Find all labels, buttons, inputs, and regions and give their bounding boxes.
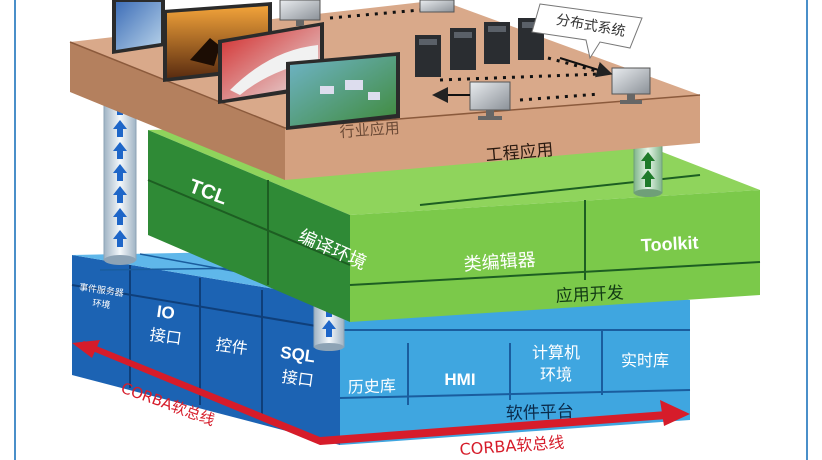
- distributed-system-callout: 分布式系统: [531, 3, 643, 60]
- server-cluster: [415, 18, 544, 77]
- block-computer-env: 环境: [540, 365, 572, 384]
- block-realtime-db: 实时库: [621, 351, 669, 370]
- left-frame-border: [14, 0, 16, 460]
- bus-left-line: [78, 341, 320, 445]
- bus-left-arrowhead: [72, 340, 100, 358]
- block-history-db: 历史库: [347, 376, 396, 397]
- engineering-application-layer: 工程应用 行业应用: [69, 0, 701, 180]
- block-hmi: HMI: [444, 370, 475, 389]
- right-tube: [633, 144, 663, 197]
- workstation-monitor-icon: [419, 0, 455, 13]
- application-development-title: 应用开发: [555, 283, 624, 307]
- server-icon: [484, 22, 510, 64]
- network-lines: [329, 8, 601, 102]
- platform-front-grid: [339, 329, 691, 405]
- bus-right-arrowhead: [660, 400, 690, 426]
- block-sql: SQL: [279, 343, 316, 367]
- server-icon: [450, 28, 476, 70]
- engapp-front-face: [285, 95, 700, 180]
- industry-screen-plant: [286, 52, 400, 130]
- block-class-editor: 类编辑器: [463, 250, 536, 276]
- block-controls: 控件: [215, 335, 249, 358]
- platform-left-face: [72, 255, 340, 445]
- block-io-interface: 接口: [149, 325, 183, 348]
- block-event-server-env: 环境: [92, 297, 112, 311]
- block-io: IO: [156, 302, 176, 323]
- platform-left-grid: [71, 265, 341, 420]
- bus-bottom-label: CORBA软总线: [459, 433, 565, 459]
- engapp-left-face: [70, 42, 285, 180]
- workstation-monitor-icon: [469, 81, 511, 120]
- block-sql-interface: 接口: [281, 367, 315, 390]
- workstation-monitor-icon: [279, 0, 321, 26]
- industry-screen-city: [112, 0, 165, 54]
- software-platform-title: 软件平台: [505, 402, 574, 424]
- bus-bottom-line: [320, 410, 680, 445]
- block-computer: 计算机: [532, 343, 580, 362]
- workstation-monitor-icon: [611, 67, 651, 104]
- appdev-front-face: [350, 190, 760, 322]
- block-toolkit: Toolkit: [640, 233, 699, 256]
- industry-application-label: 行业应用: [339, 119, 400, 141]
- appdev-left-face: [148, 130, 350, 322]
- right-frame-border: [806, 0, 808, 460]
- server-icon: [415, 35, 441, 77]
